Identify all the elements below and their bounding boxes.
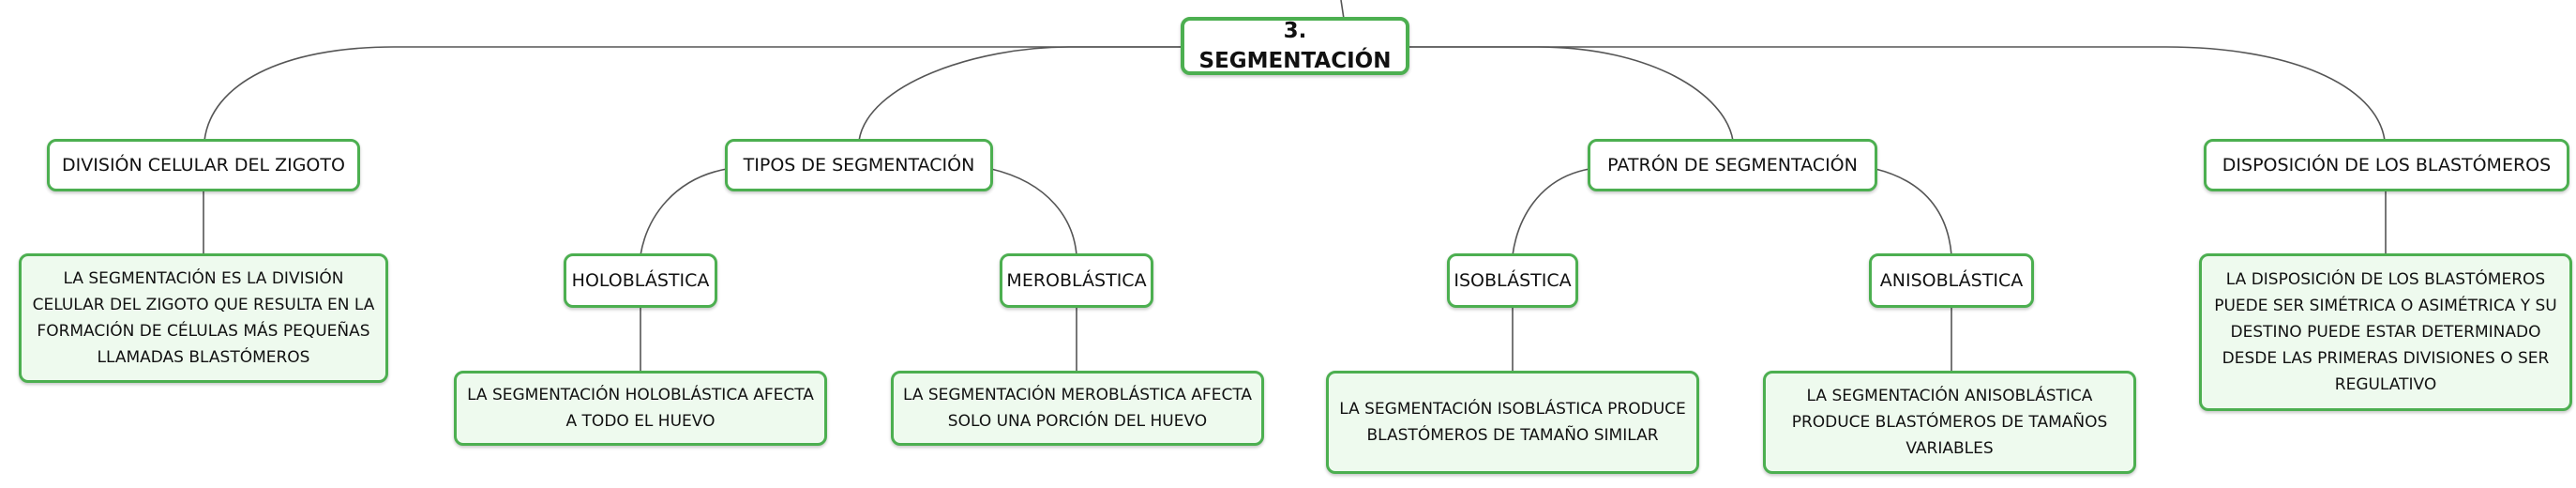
topic-label: PATRÓN DE SEGMENTACIÓN — [1607, 154, 1858, 175]
connector-root-patron — [1407, 46, 1734, 142]
connector-tipos-holo — [640, 168, 728, 256]
topic-patron-segmentacion[interactable]: PATRÓN DE SEGMENTACIÓN — [1588, 139, 1877, 191]
topic-label: MEROBLÁSTICA — [1006, 269, 1147, 291]
description-text: LA SEGMENTACIÓN MEROBLÁSTICA AFECTA SOLO… — [902, 386, 1253, 431]
connector-patron-iso — [1512, 168, 1590, 256]
topic-holoblastica[interactable]: HOLOBLÁSTICA — [564, 253, 717, 308]
connector-root-parent — [1340, 0, 1345, 20]
description-meroblastica[interactable]: LA SEGMENTACIÓN MEROBLÁSTICA AFECTA SOLO… — [891, 371, 1264, 446]
root-topic-label: 3. SEGMENTACIÓN — [1198, 18, 1392, 73]
topic-isoblastica[interactable]: ISOBLÁSTICA — [1447, 253, 1578, 308]
description-isoblastica[interactable]: LA SEGMENTACIÓN ISOBLÁSTICA PRODUCE BLAS… — [1326, 371, 1699, 474]
connector-root-division — [203, 46, 1183, 142]
topic-label: DIVISIÓN CELULAR DEL ZIGOTO — [62, 154, 345, 175]
description-text: LA DISPOSICIÓN DE LOS BLASTÓMEROS PUEDE … — [2214, 270, 2557, 394]
topic-label: DISPOSICIÓN DE LOS BLASTÓMEROS — [2222, 154, 2552, 175]
root-topic[interactable]: 3. SEGMENTACIÓN — [1181, 17, 1409, 75]
description-anisoblastica[interactable]: LA SEGMENTACIÓN ANISOBLÁSTICA PRODUCE BL… — [1763, 371, 2136, 474]
connector-tipos-mero — [990, 168, 1077, 256]
description-disposicion-blastomeros[interactable]: LA DISPOSICIÓN DE LOS BLASTÓMEROS PUEDE … — [2199, 253, 2572, 411]
connector-patron-aniso — [1875, 168, 1952, 256]
topic-division-celular[interactable]: DIVISIÓN CELULAR DEL ZIGOTO — [47, 139, 360, 191]
connector-root-tipos — [858, 46, 1183, 142]
topic-anisoblastica[interactable]: ANISOBLÁSTICA — [1869, 253, 2034, 308]
description-text: LA SEGMENTACIÓN HOLOBLÁSTICA AFECTA A TO… — [467, 386, 814, 431]
topic-label: ANISOBLÁSTICA — [1879, 269, 2024, 291]
topic-label: TIPOS DE SEGMENTACIÓN — [743, 154, 975, 175]
topic-label: ISOBLÁSTICA — [1454, 269, 1572, 291]
description-text: LA SEGMENTACIÓN ISOBLÁSTICA PRODUCE BLAS… — [1339, 400, 1686, 445]
topic-disposicion-blastomeros[interactable]: DISPOSICIÓN DE LOS BLASTÓMEROS — [2204, 139, 2569, 191]
description-text: LA SEGMENTACIÓN ES LA DIVISIÓN CELULAR D… — [32, 269, 375, 367]
topic-tipos-segmentacion[interactable]: TIPOS DE SEGMENTACIÓN — [725, 139, 993, 191]
connector-root-disposicion — [1407, 46, 2386, 142]
topic-label: HOLOBLÁSTICA — [571, 269, 710, 291]
description-holoblastica[interactable]: LA SEGMENTACIÓN HOLOBLÁSTICA AFECTA A TO… — [454, 371, 827, 446]
description-text: LA SEGMENTACIÓN ANISOBLÁSTICA PRODUCE BL… — [1791, 387, 2108, 458]
topic-meroblastica[interactable]: MEROBLÁSTICA — [1000, 253, 1153, 308]
description-division-celular[interactable]: LA SEGMENTACIÓN ES LA DIVISIÓN CELULAR D… — [19, 253, 388, 383]
